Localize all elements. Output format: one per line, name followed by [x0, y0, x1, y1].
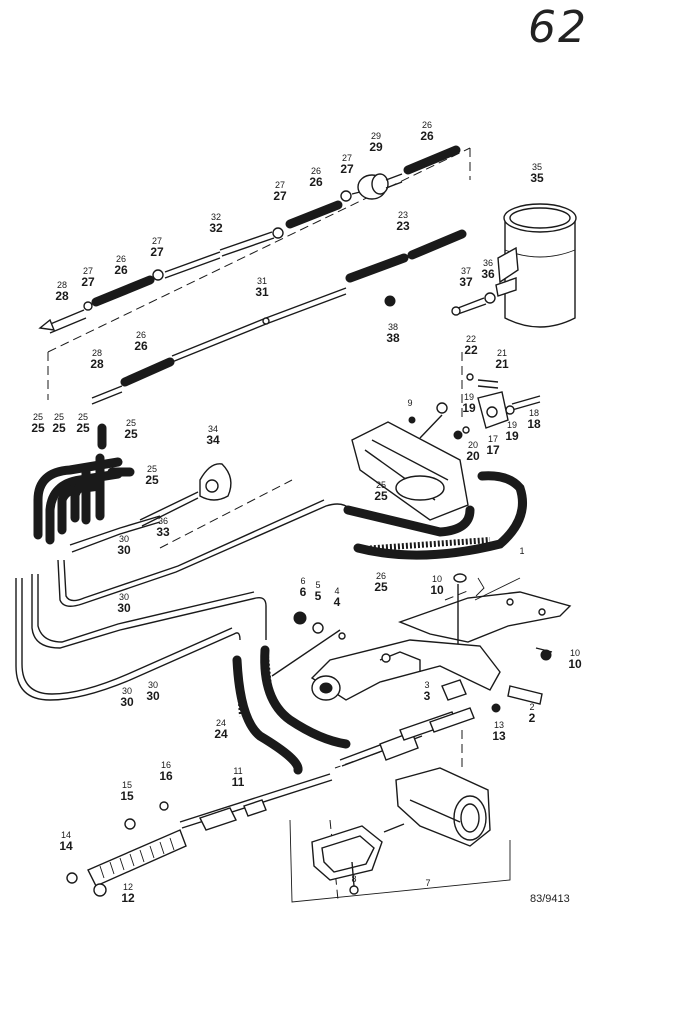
diagram-reference-code: 83/9413	[530, 893, 570, 905]
connector-27	[272, 227, 284, 239]
parts-group-bracket	[289, 819, 511, 903]
mounting-bracket-1[interactable]	[398, 573, 572, 661]
lever-assembly[interactable]	[271, 611, 543, 713]
page-number: 62	[528, 2, 588, 53]
callout-7[interactable]: 7	[425, 878, 431, 888]
hose-bundle-25	[33, 423, 199, 553]
cable-assembly-11[interactable]	[66, 707, 475, 897]
vapor-lines-30	[15, 499, 353, 701]
dashed-assembly-line	[444, 589, 471, 601]
callout-1[interactable]: 1	[519, 546, 525, 556]
canister-bolt-hardware	[384, 292, 496, 316]
connector-27	[152, 269, 164, 281]
vent-valve-34[interactable]	[199, 463, 232, 501]
upper-pipe-run	[83, 145, 461, 311]
fuel-filter-29	[351, 173, 403, 200]
callout-8[interactable]: 8	[351, 874, 357, 884]
intake-housing-assembly[interactable]	[351, 373, 541, 521]
callout-9[interactable]: 9	[407, 398, 413, 408]
dashed-assembly-line	[159, 479, 293, 549]
middle-pipe-run	[38, 229, 467, 405]
hose-24-25-26-route	[232, 471, 527, 775]
carbon-canister-35[interactable]	[495, 203, 577, 328]
parts-group-bracket	[474, 577, 521, 601]
actuator-housing-7[interactable]	[311, 767, 491, 895]
dashed-assembly-line	[47, 147, 471, 353]
connector-27	[340, 190, 352, 202]
connector-27	[83, 301, 93, 311]
parts-group-bracket	[475, 577, 485, 597]
